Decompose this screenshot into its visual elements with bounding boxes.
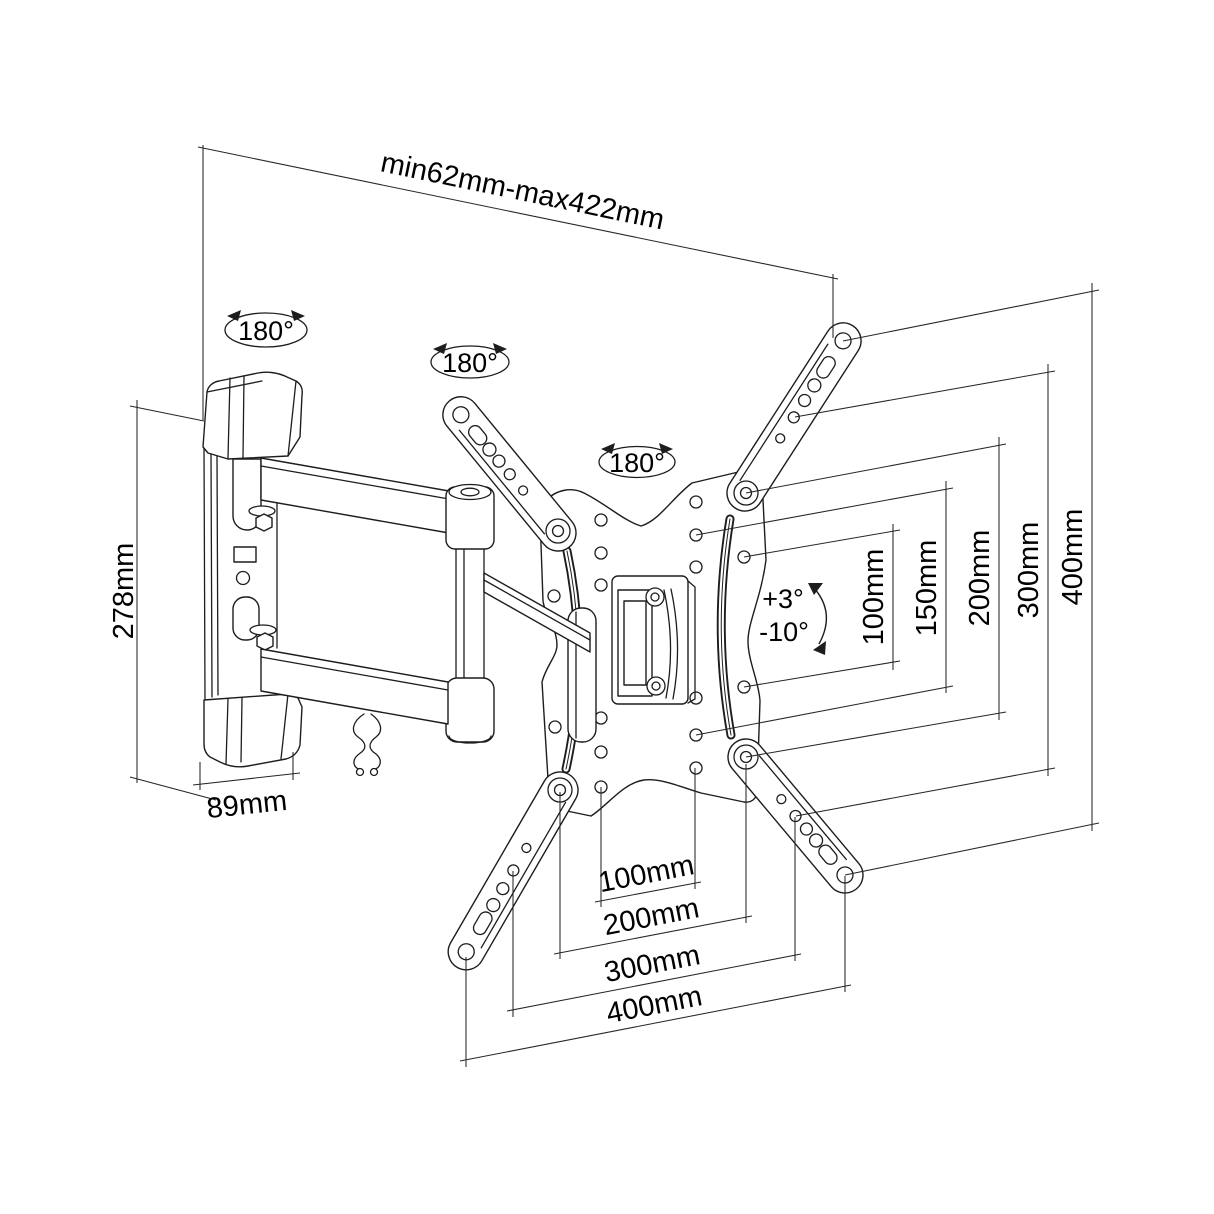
tilt-down-label: -10° — [759, 617, 809, 647]
second-link — [483, 572, 591, 653]
upper-arm-nut — [255, 513, 273, 532]
swivel-symbol-plate — [598, 443, 676, 479]
dim-vesa-h-400: 400mm — [604, 980, 705, 1030]
dim-arm-extension-label: min62mm-max422mm — [378, 147, 667, 237]
dim-vesa-h-100: 100mm — [596, 849, 697, 899]
dim-vesa-vertical-lines — [695, 283, 1100, 876]
swivel-label-wall: 180° — [238, 316, 294, 346]
dim-bracket-depth-lines — [192, 752, 301, 790]
upper-arm-bar — [260, 457, 450, 534]
swivel-symbol-wall — [224, 310, 308, 348]
lower-arm-bar — [260, 648, 449, 725]
dim-vesa-v-300: 300mm — [1013, 522, 1045, 619]
wall-bracket-assembly — [202, 371, 591, 777]
plate-hole — [235, 570, 251, 586]
bottom-cover — [203, 693, 303, 768]
swivel-label-plate: 180° — [609, 448, 665, 478]
extension-arm-upper-left — [442, 396, 577, 552]
swivel-label-arm: 180° — [442, 348, 498, 378]
vesa-plate — [539, 468, 767, 817]
plate-slot-rect — [233, 546, 257, 563]
cable-clip — [352, 713, 382, 777]
elbow-lower-block — [445, 677, 495, 743]
dim-vesa-h-200: 200mm — [601, 892, 702, 942]
extension-arm-upper-right — [726, 322, 862, 512]
dim-vesa-v-400: 400mm — [1057, 509, 1089, 606]
swivel-symbol-arm — [430, 343, 510, 379]
dim-bracket-height-label: 278mm — [108, 543, 140, 640]
dimension-lines — [129, 145, 1100, 1067]
extension-arm-lower-left — [447, 771, 579, 971]
dim-vesa-horizontal-lines — [459, 764, 852, 1067]
dim-arm-extension-lines — [197, 145, 839, 420]
wall-plate — [203, 446, 206, 701]
dim-bracket-depth-label: 89mm — [205, 785, 288, 825]
dim-bracket-height-lines — [129, 400, 217, 801]
dim-vesa-v-200: 200mm — [964, 530, 996, 627]
extension-arm-lower-right — [727, 738, 864, 894]
top-cover — [202, 371, 303, 460]
lower-arm-nut — [256, 632, 274, 651]
dim-vesa-v-100: 100mm — [858, 549, 890, 646]
dim-vesa-v-150: 150mm — [911, 540, 943, 637]
tilt-up-label: +3° — [762, 584, 804, 614]
tilt-symbol — [808, 583, 828, 655]
